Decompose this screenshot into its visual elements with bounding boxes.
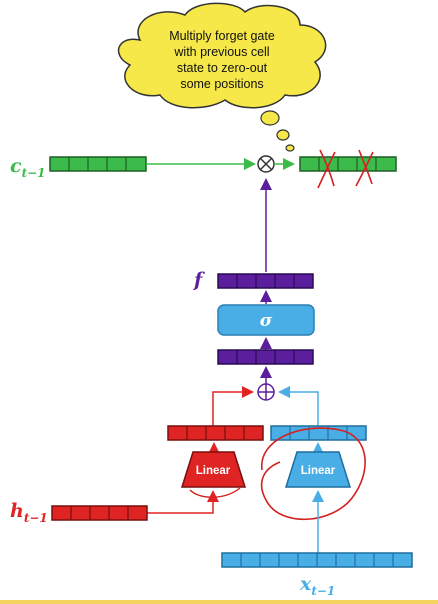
input-branch-to-plus-arrow: [278, 386, 319, 426]
h-prev-label: ht−1: [10, 500, 48, 525]
circle-times-icon: [257, 155, 275, 173]
cloud-text-line-2: with previous cell: [173, 45, 269, 59]
c-prev-label: ct−1: [10, 155, 46, 180]
sigma-activation-box: σ: [217, 304, 315, 336]
x-prev-vector: [221, 552, 413, 568]
cloud-text-line-1: Multiply forget gate: [169, 29, 275, 43]
input-linear-layer: Linear: [284, 451, 352, 488]
thought-bubble-medium: [276, 129, 290, 141]
red-annotation-circle: [260, 427, 366, 521]
pre-activation-vector: [217, 349, 314, 365]
hidden-linear-output-vector: [167, 425, 264, 441]
thought-bubble-large: [260, 110, 280, 126]
sigma-label: σ: [260, 311, 273, 331]
f-label: f: [192, 269, 205, 291]
red-x-mark-icon: [317, 149, 374, 189]
input-linear-label: Linear: [301, 465, 336, 477]
x-prev-label: xt−1: [299, 573, 335, 598]
c-output-vector: [299, 156, 397, 172]
hidden-linear-label: Linear: [196, 465, 231, 477]
hidden-branch-to-plus-arrow: [212, 386, 254, 426]
h-to-linear-arrow: [147, 490, 219, 514]
circle-plus-icon: [257, 383, 275, 401]
bottom-accent-strip: [0, 600, 438, 604]
cloud-text-line-4: some positions: [180, 77, 263, 91]
hidden-linear-layer: Linear: [180, 451, 247, 488]
cloud-text-line-3: state to zero-out: [177, 61, 268, 75]
red-annotation-scribble: [189, 487, 241, 498]
thought-cloud: Multiply forget gate with previous cell …: [117, 2, 327, 152]
h-prev-vector: [51, 505, 148, 521]
c-prev-vector: [49, 156, 147, 172]
thought-bubble-small: [285, 144, 295, 152]
f-vector: [217, 273, 314, 289]
input-linear-output-vector: [270, 425, 367, 441]
